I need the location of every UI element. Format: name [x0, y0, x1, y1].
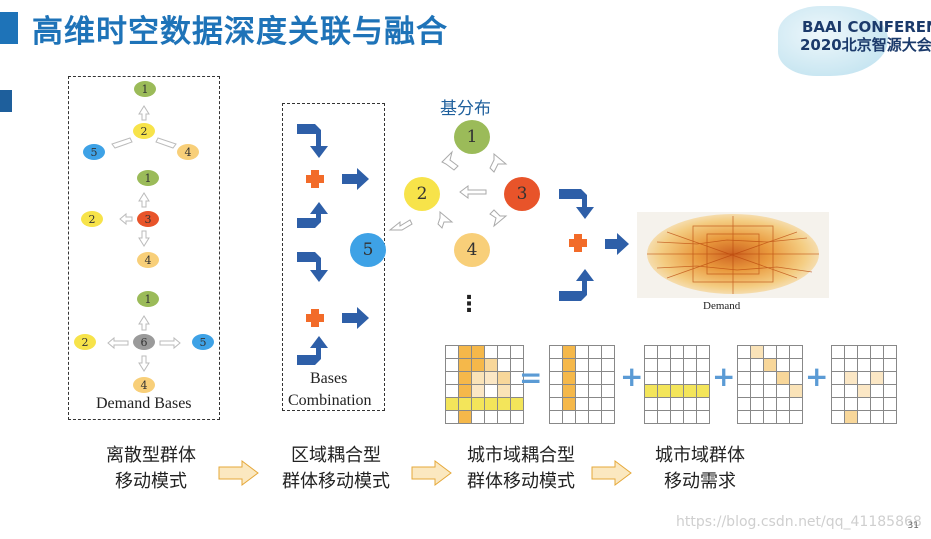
base-node-2: 2	[74, 334, 96, 350]
base-node-2: 2	[133, 123, 155, 139]
base-node-1: 1	[137, 291, 159, 307]
base-node-4: 4	[177, 144, 199, 160]
step-label-city-demand: 城市域群体移动需求	[655, 445, 745, 492]
base-node-2: 2	[404, 177, 440, 211]
demand-bases-panel	[68, 76, 220, 420]
plus-sign: +	[712, 360, 736, 393]
page-number: 31	[907, 521, 919, 531]
demand-map-caption: Demand	[703, 300, 741, 312]
base-matrix-vertical	[549, 345, 615, 424]
base-node-5: 5	[83, 144, 105, 160]
demand-bases-caption: Demand Bases	[96, 395, 192, 412]
base-node-4: 4	[137, 252, 159, 268]
combination-arrows	[297, 124, 369, 365]
watermark-url: https://blog.csdn.net/qq_41185868	[676, 514, 922, 530]
base-node-4: 4	[454, 233, 490, 267]
conference-logo-background	[778, 6, 888, 76]
map-combination-arrows	[559, 189, 629, 301]
step-label-city-coupled: 城市域耦合型群体移动模式	[467, 445, 575, 492]
base-matrix-diagonal	[737, 345, 803, 424]
demand-bases-arrows	[107, 105, 181, 372]
side-accent-bar	[0, 90, 12, 112]
bases-combination-caption-line2: Combination	[288, 392, 372, 409]
base-node-1: 1	[137, 170, 159, 186]
base-distribution-arrows	[388, 150, 508, 231]
step-label-regional: 区域耦合型群体移动模式	[282, 445, 390, 492]
step-arrow	[591, 460, 632, 486]
base-matrix-sparse	[831, 345, 897, 424]
equals-sign: =	[519, 361, 543, 394]
city-demand-heatmap	[637, 212, 829, 298]
slide-title: 高维时空数据深度关联与融合	[32, 14, 448, 50]
base-matrix-horizontal	[644, 345, 710, 424]
ellipsis-dots: ⋮	[458, 292, 480, 317]
base-node-4: 4	[133, 377, 155, 393]
base-node-5: 5	[350, 233, 386, 267]
base-node-1: 1	[134, 81, 156, 97]
base-node-1: 1	[454, 120, 490, 154]
base-distribution-heading: 基分布	[440, 99, 491, 119]
conference-logo-subtext: 2020北京智源大会	[800, 36, 931, 54]
title-accent-bar	[0, 12, 18, 44]
bases-combination-panel	[282, 103, 385, 411]
step-arrow	[411, 460, 452, 486]
bases-combination-caption-line1: Bases	[310, 370, 348, 387]
plus-sign: +	[620, 360, 644, 393]
base-node-6: 6	[133, 334, 155, 350]
plus-sign: +	[805, 360, 829, 393]
step-label-discrete: 离散型群体移动模式	[106, 445, 196, 492]
step-arrow	[218, 460, 259, 486]
base-node-3: 3	[137, 211, 159, 227]
base-node-2: 2	[81, 211, 103, 227]
conference-logo-text: BAAI CONFERENCE	[802, 18, 931, 36]
base-node-5: 5	[192, 334, 214, 350]
combined-matrix	[445, 345, 524, 424]
base-node-3: 3	[504, 177, 540, 211]
